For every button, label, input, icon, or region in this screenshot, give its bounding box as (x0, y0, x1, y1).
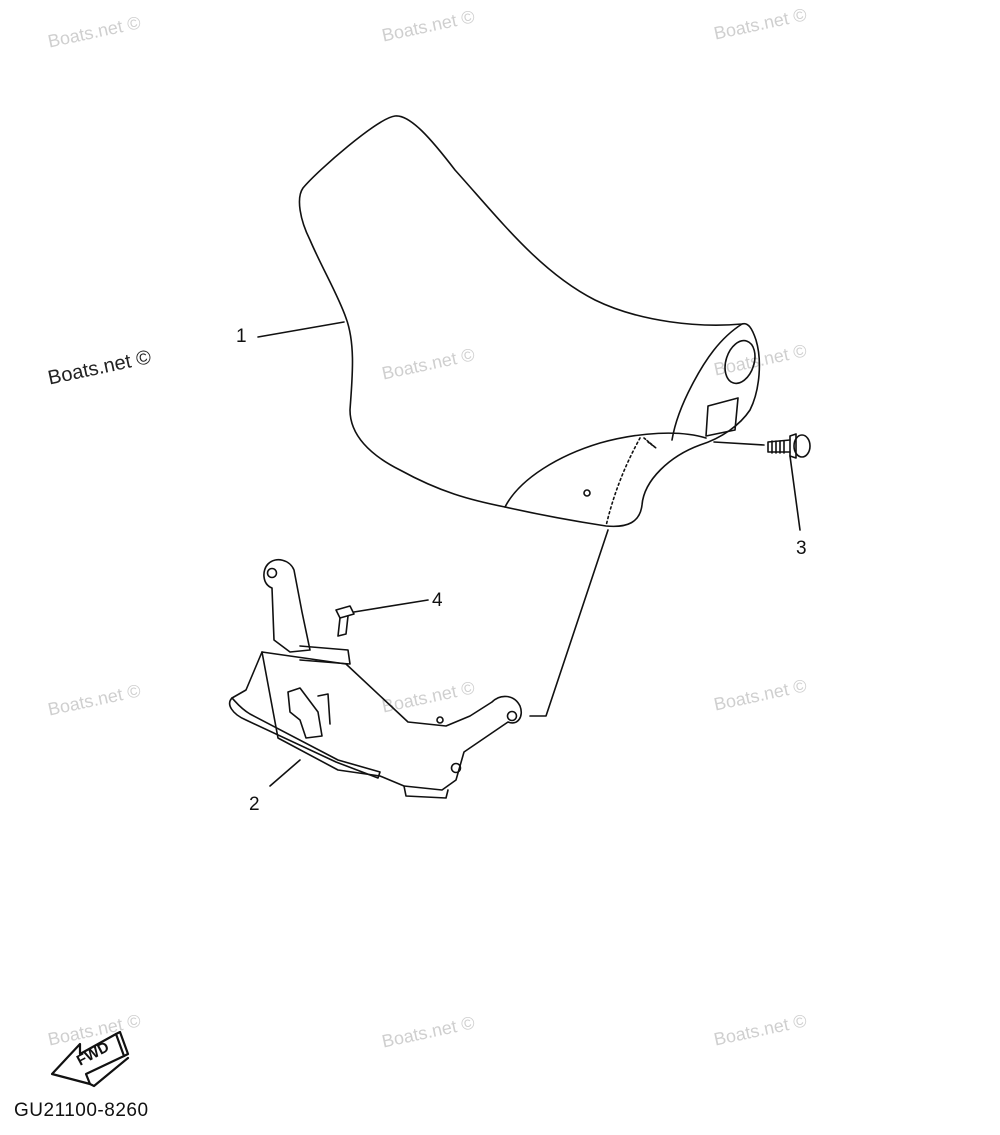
seat-pan-crease (643, 437, 657, 449)
callout-part-2: 2 (249, 794, 260, 815)
bracket-mid-hole (436, 716, 444, 724)
bracket-arm-hole (266, 567, 278, 579)
leader-line-1 (257, 321, 345, 338)
bracket-latch-slot (317, 693, 331, 725)
bolt-centerline (713, 441, 765, 446)
callout-part-1: 1 (236, 326, 247, 347)
screw-shank (337, 615, 349, 637)
callout-part-4: 4 (432, 590, 443, 611)
bolt-flange (793, 434, 811, 458)
bracket-front-face (231, 651, 263, 699)
seat (298, 115, 761, 528)
fwd-arrow-icon (50, 1030, 130, 1088)
seat-bottom-pan (504, 432, 707, 508)
bracket-back-arm (263, 558, 311, 653)
seat-front-edge (671, 323, 743, 441)
leader-line-4 (353, 599, 429, 613)
bracket-body (261, 651, 523, 791)
bracket-ear-hole (506, 710, 518, 722)
bolt-thread (771, 440, 785, 454)
bracket-latch (287, 687, 323, 739)
bolt-head (789, 433, 797, 459)
seat-small-hole (583, 489, 591, 497)
bracket-lip (228, 697, 381, 779)
callout-part-3: 3 (796, 538, 807, 559)
assembly-line (529, 529, 609, 717)
diagram-code: GU21100-8260 (14, 1100, 149, 1121)
bracket-lower-hole (450, 762, 462, 774)
seat-pan-side (605, 437, 641, 527)
bracket-tab-top (299, 645, 351, 665)
screw (335, 605, 355, 637)
screw-head (335, 605, 355, 619)
bolt (713, 433, 811, 459)
bracket-foot (403, 785, 449, 799)
leader-line-2 (269, 759, 301, 787)
bracket (228, 558, 523, 799)
leader-line-3 (789, 455, 801, 531)
seat-hole (724, 339, 756, 385)
seat-latch-plate (705, 397, 739, 437)
seat-outline (298, 115, 761, 528)
